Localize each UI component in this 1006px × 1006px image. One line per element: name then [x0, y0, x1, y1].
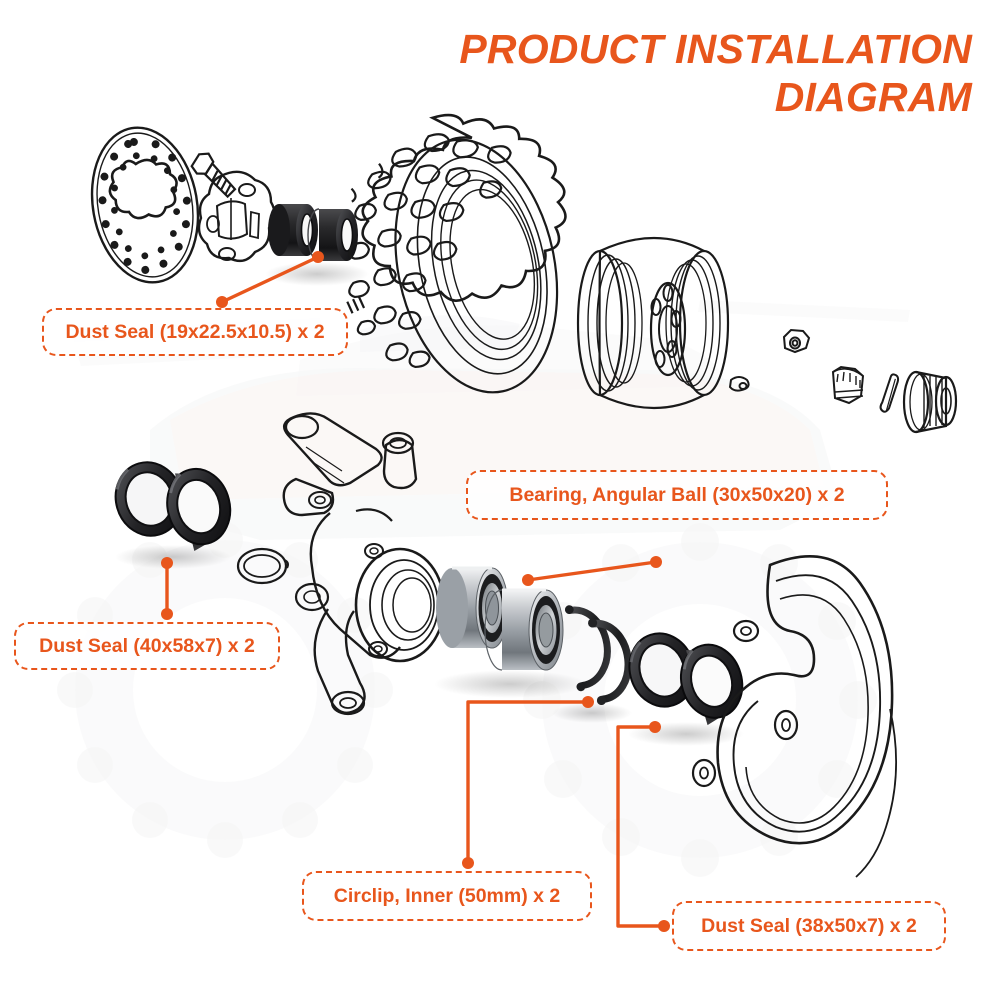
brake-dust-shield-part: [691, 554, 898, 878]
small-washer-part: [728, 376, 750, 392]
castle-nut-part: [831, 365, 865, 405]
dust-seal-pair-38-part: [628, 632, 744, 746]
bearing-pair-part: [434, 566, 586, 698]
caliper-bolt-part: [190, 152, 237, 199]
callout-circlip-inner[interactable]: Circlip, Inner (50mm) x 2: [302, 871, 592, 921]
leader-bearing: [526, 560, 658, 582]
snap-ring-knuckle-part: [236, 547, 289, 585]
axle-nut-cap-part: [902, 370, 958, 434]
brake-disc-part: [90, 126, 200, 284]
leader-dust-seal-19: [220, 255, 320, 304]
brake-caliper-part: [197, 170, 276, 263]
dust-seal-pair-40-part: [114, 461, 232, 569]
callout-dust-seal-40[interactable]: Dust Seal (40x58x7) x 2: [14, 622, 280, 670]
page-title: PRODUCT INSTALLATION DIAGRAM: [459, 26, 972, 120]
leader-dust-seal-38: [616, 725, 666, 928]
callout-dust-seal-38[interactable]: Dust Seal (38x50x7) x 2: [672, 901, 946, 951]
wheel-rim-part: [576, 237, 730, 409]
leader-endpoint-dots: [161, 251, 670, 932]
tire-part: [346, 113, 567, 394]
callout-dust-seal-19[interactable]: Dust Seal (19x22.5x10.5) x 2: [42, 308, 348, 356]
lug-nut-part: [782, 328, 811, 354]
circlip-pair-part: [552, 605, 632, 723]
callout-bearing-angular-ball[interactable]: Bearing, Angular Ball (30x50x20) x 2: [466, 470, 888, 520]
cotter-pin-part: [879, 373, 900, 413]
leader-circlip: [466, 700, 590, 865]
